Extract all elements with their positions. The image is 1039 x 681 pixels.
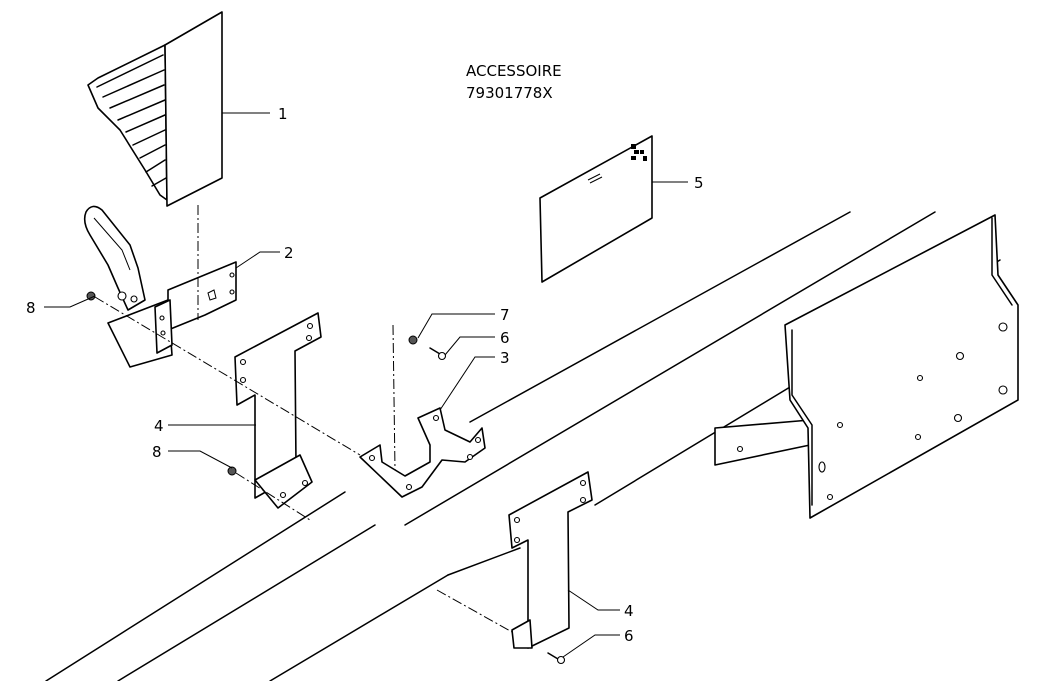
callout-8-lower: 8: [152, 443, 162, 461]
callout-leaders: [44, 112, 688, 658]
side-panel: [714, 214, 1019, 519]
nut-icon: [227, 466, 237, 476]
alignment-lines: [94, 205, 513, 633]
callout-4-lower: 4: [624, 602, 634, 620]
label-sheet-part-5: [539, 135, 653, 283]
bolt-icon: [547, 652, 559, 660]
t-bracket-part-4-upper: [234, 312, 322, 509]
callout-2: 2: [284, 244, 294, 262]
callout-7: 7: [500, 306, 510, 324]
fasteners: [86, 291, 566, 665]
mudflap-bracket-part-2: [83, 205, 237, 368]
callout-1: 1: [278, 105, 288, 123]
title-accessory: ACCESSOIRE: [466, 62, 562, 80]
u-bracket-part-3: [359, 407, 486, 498]
callout-8-upper: 8: [26, 299, 36, 317]
callout-4-upper: 4: [154, 417, 164, 435]
title-part-number: 79301778X: [466, 84, 553, 102]
t-bracket-part-4-lower: [508, 471, 593, 649]
callout-3: 3: [500, 349, 510, 367]
bolt-icon: [429, 347, 441, 355]
callout-5: 5: [694, 174, 704, 192]
callout-6-lower: 6: [624, 627, 634, 645]
callout-6-upper: 6: [500, 329, 510, 347]
nut-icon: [408, 335, 418, 345]
mudflap-part-1: [87, 11, 223, 207]
